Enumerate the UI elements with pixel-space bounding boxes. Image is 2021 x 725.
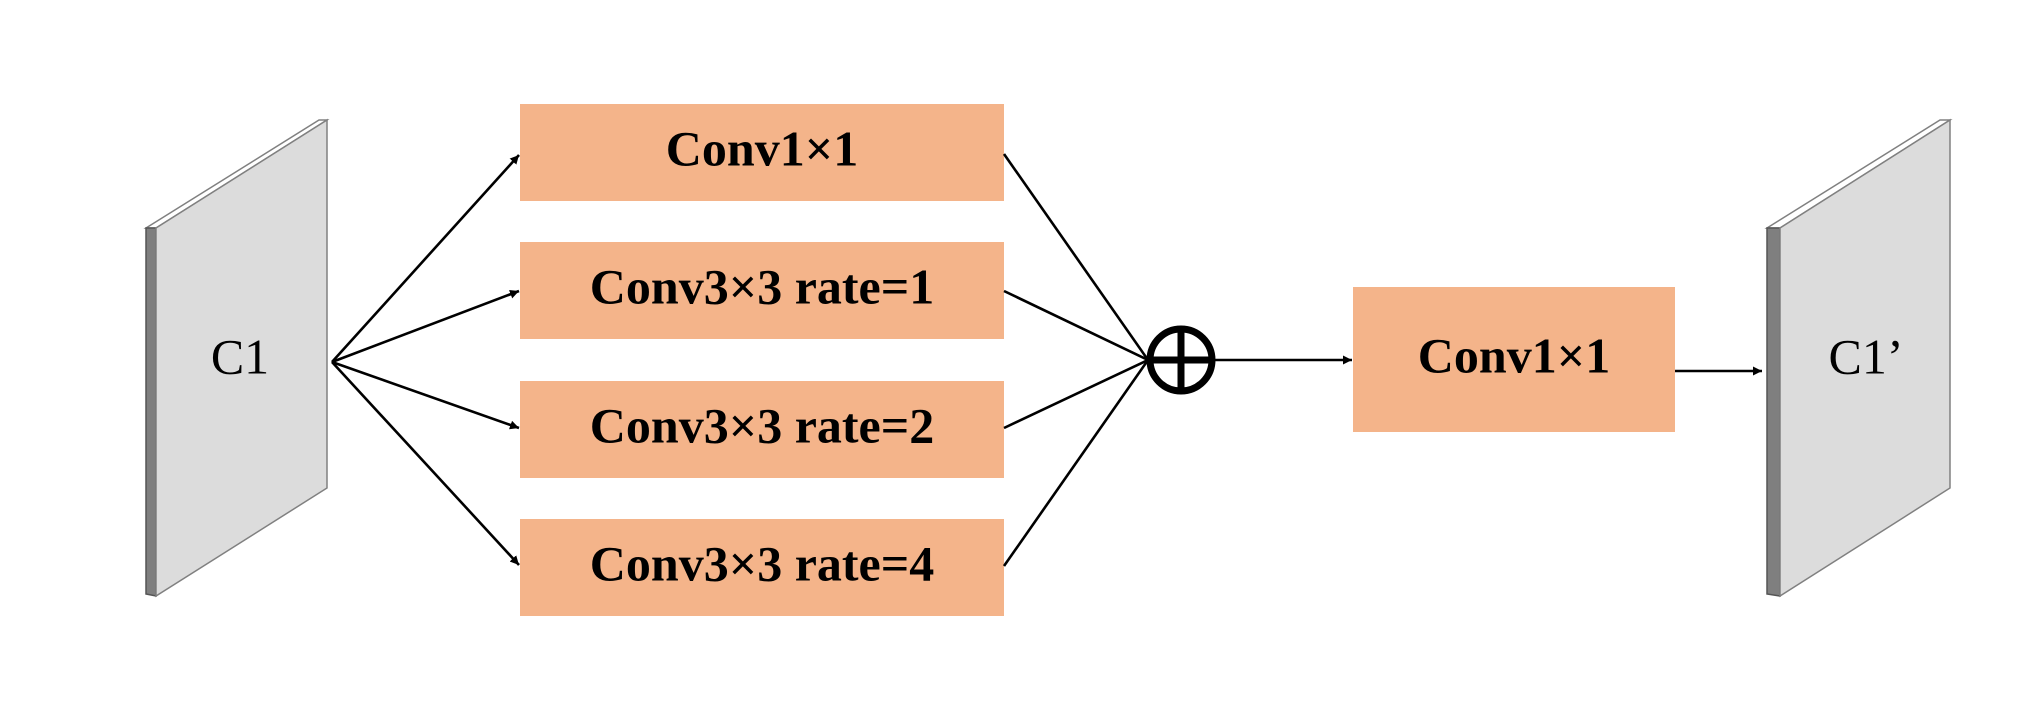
fusion-conv-box [1353,287,1675,432]
branch-3: Conv3×3 rate=2 [520,381,1004,478]
fan-in-lines [1002,153,1150,567]
output-map-label: C1’ [1829,328,1904,384]
branch-2-label: Conv3×3 rate=1 [590,258,934,314]
branch-4-label: Conv3×3 rate=4 [590,535,934,591]
arrow-to-branch-4 [331,361,520,566]
input-map-side-face [145,227,157,597]
line-from-branch-3 [1003,358,1149,430]
branch-1-label: Conv1×1 [666,120,858,176]
arrow-to-branch-2 [331,289,520,364]
branch-1: Conv1×1 [520,104,1004,201]
fan-out-arrows [331,154,520,566]
input-map-label: C1 [211,328,269,384]
line-from-branch-1 [1002,153,1150,361]
output-feature-map: C1’ [1764,118,1953,598]
arrow-to-branch-1 [331,154,520,363]
input-map-front-face [155,118,328,598]
branch-4-box [520,519,1004,616]
arrow-to-branch-3 [331,360,520,430]
branch-3-label: Conv3×3 rate=2 [590,397,934,453]
circled-plus-icon [1146,325,1216,395]
line-from-branch-4 [1002,359,1150,567]
branch-2: Conv3×3 rate=1 [520,242,1004,339]
line-from-branch-2 [1003,289,1149,362]
input-feature-map: C1 [143,118,330,598]
branch-1-box [520,104,1004,201]
fusion-conv: Conv1×1 [1353,287,1675,432]
branch-4: Conv3×3 rate=4 [520,519,1004,616]
output-map-side-face [1766,227,1781,597]
output-map-front-face [1779,118,1951,598]
fusion-conv-label: Conv1×1 [1418,327,1610,383]
branch-2-box [520,242,1004,339]
branch-3-box [520,381,1004,478]
